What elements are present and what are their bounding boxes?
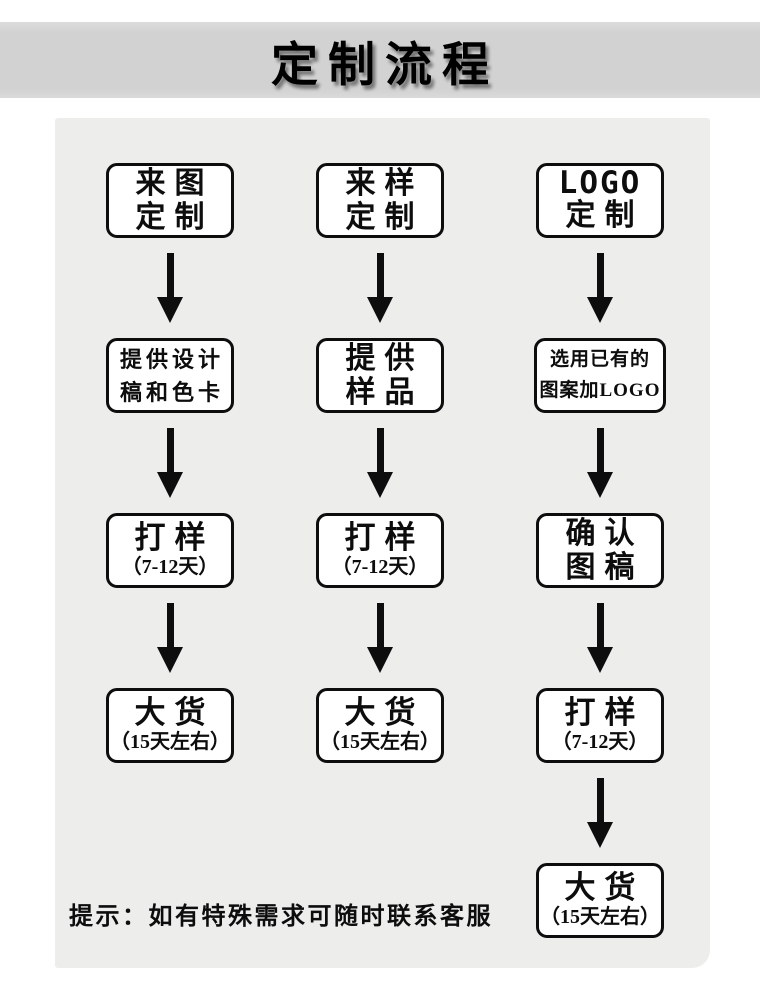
step-label: 定制	[345, 200, 424, 234]
flow-column-image-custom: 来图 定制 提供设计 稿和色卡 打样 （7-12天） 大货 （15天左右）	[90, 163, 250, 763]
arrow-down-icon	[367, 588, 393, 688]
flow-step-box: 来图 定制	[106, 163, 234, 238]
arrow-down-icon	[367, 413, 393, 513]
step-duration: （15天左右）	[320, 731, 440, 754]
arrow-down-icon	[157, 238, 183, 338]
step-label: 提供	[345, 341, 424, 375]
page-title: 定制流程	[271, 39, 499, 92]
step-label: 图案加LOGO	[539, 379, 661, 401]
step-duration: （15天左右）	[110, 731, 230, 754]
flow-step-box: LOGO 定制	[536, 163, 664, 238]
flow-step-box: 打样 （7-12天）	[316, 513, 444, 588]
flow-step-box: 确认 图稿	[536, 513, 664, 588]
step-label: 来样	[345, 166, 424, 200]
flow-step-box: 大货 （15天左右）	[106, 688, 234, 763]
arrow-down-icon	[587, 413, 613, 513]
flow-step-box: 打样 （7-12天）	[536, 688, 664, 763]
step-label: 打样	[344, 519, 425, 555]
arrow-down-icon	[587, 763, 613, 863]
step-label: 打样	[564, 694, 645, 730]
flow-step-box: 来样 定制	[316, 163, 444, 238]
flow-step-box: 提供 样品	[316, 338, 444, 413]
arrow-down-icon	[587, 588, 613, 688]
step-duration: （7-12天）	[551, 731, 649, 754]
arrow-down-icon	[367, 238, 393, 338]
flow-step-box: 选用已有的 图案加LOGO	[534, 338, 666, 413]
flow-step-box: 打样 （7-12天）	[106, 513, 234, 588]
flow-step-box: 大货 （15天左右）	[536, 863, 664, 938]
arrow-down-icon	[587, 238, 613, 338]
tip-text: 提示：如有特殊需求可随时联系客服	[69, 904, 493, 930]
step-label: 样品	[345, 375, 424, 409]
step-label: 打样	[134, 519, 215, 555]
step-label: 图稿	[565, 550, 644, 584]
title-band: 定制流程	[0, 22, 760, 98]
step-label: 大货	[344, 694, 425, 730]
arrow-down-icon	[157, 588, 183, 688]
step-duration: （7-12天）	[121, 556, 219, 579]
step-duration: （7-12天）	[331, 556, 429, 579]
step-label: 定制	[565, 199, 644, 233]
flow-step-box: 提供设计 稿和色卡	[106, 338, 234, 413]
arrow-down-icon	[157, 413, 183, 513]
flow-step-box: 大货 （15天左右）	[316, 688, 444, 763]
step-label: 提供设计	[119, 346, 224, 372]
step-label: 大货	[564, 869, 645, 905]
step-label: LOGO	[558, 165, 642, 202]
flow-column-logo-custom: LOGO 定制 选用已有的 图案加LOGO 确认 图稿 打样 （7-12天） 大…	[520, 163, 680, 938]
step-label: 大货	[134, 694, 215, 730]
step-label: 稿和色卡	[119, 379, 224, 405]
step-label: 选用已有的	[549, 349, 650, 371]
flowchart-panel: 来图 定制 提供设计 稿和色卡 打样 （7-12天） 大货 （15天左右） 来样…	[55, 118, 710, 968]
flow-column-sample-custom: 来样 定制 提供 样品 打样 （7-12天） 大货 （15天左右）	[300, 163, 460, 763]
step-label: 来图	[135, 166, 214, 200]
step-duration: （15天左右）	[540, 906, 660, 929]
step-label: 确认	[565, 516, 644, 550]
step-label: 定制	[135, 200, 214, 234]
